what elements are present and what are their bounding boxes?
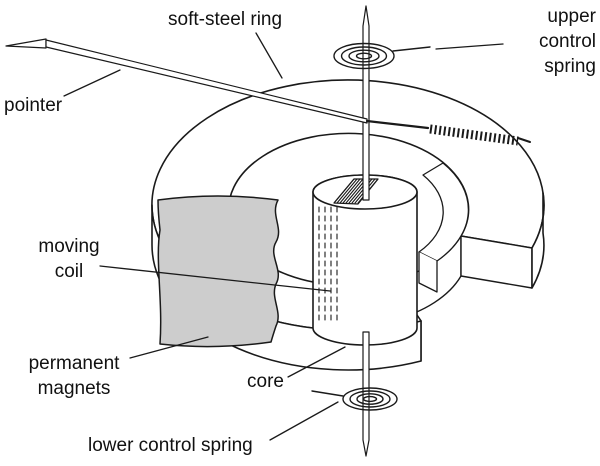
label-soft-steel-ring: soft-steel ring xyxy=(168,9,283,30)
ring-right-wall xyxy=(531,192,545,289)
upper-control-spring-drawing xyxy=(333,42,431,70)
leader-lines xyxy=(63,32,504,441)
label-moving-coil: moving coil xyxy=(38,236,100,282)
right-magnet-pole xyxy=(418,162,470,293)
pointer-needle xyxy=(5,38,531,146)
label-pointer: pointer xyxy=(4,95,63,116)
leader-pointer xyxy=(63,69,121,97)
leader-moving-coil xyxy=(99,265,331,292)
shaft xyxy=(362,5,370,457)
lower-control-spring-drawing xyxy=(311,387,398,411)
label-upper-control-spring: upper control spring xyxy=(538,6,596,77)
permanent-magnet-front xyxy=(157,195,280,348)
leader-permanent-magnets xyxy=(129,336,209,359)
leader-upper-control-spring xyxy=(435,43,504,50)
leader-core xyxy=(287,346,346,378)
leader-soft-steel-ring xyxy=(255,32,283,79)
leader-lower-control-spring xyxy=(269,401,339,441)
label-lower-control-spring: lower control spring xyxy=(88,435,253,456)
ink-layer xyxy=(5,5,545,457)
label-core: core xyxy=(247,371,284,392)
label-permanent-magnets: permanent magnets xyxy=(28,353,120,399)
